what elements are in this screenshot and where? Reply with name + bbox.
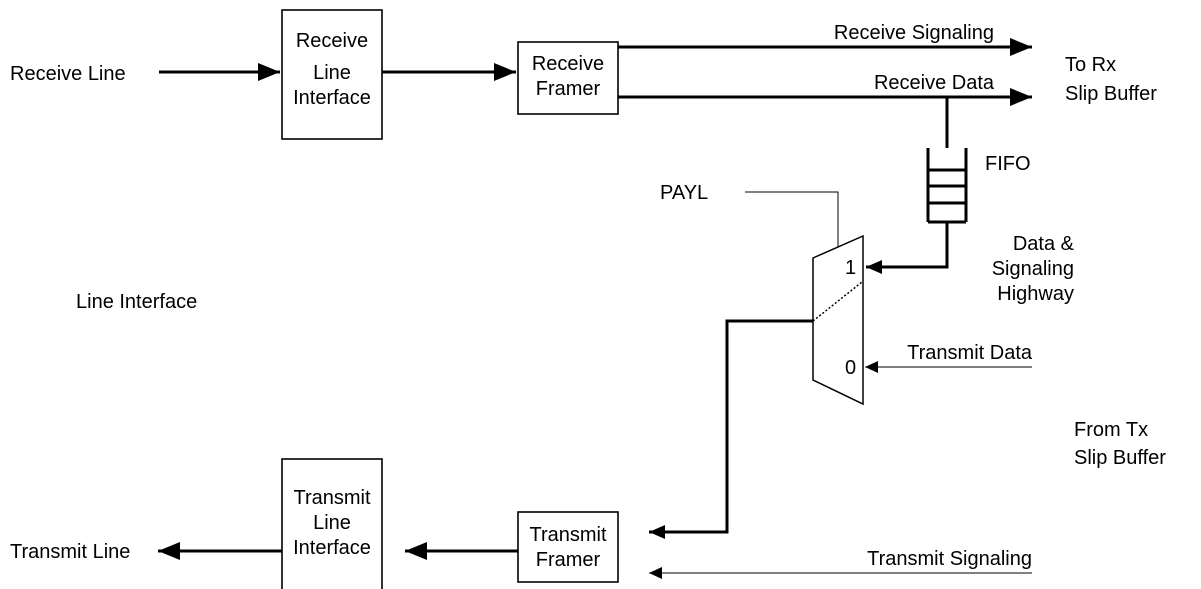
transmit-signaling-label: Transmit Signaling	[867, 548, 1032, 570]
transmit-data-label: Transmit Data	[907, 342, 1033, 364]
to-rx-label-2: Slip Buffer	[1065, 83, 1157, 105]
mux-input-0-label: 0	[845, 357, 856, 379]
receive-signaling-label: Receive Signaling	[834, 22, 994, 44]
tf-label-1: Transmit	[529, 524, 606, 546]
receive-data-label: Receive Data	[874, 72, 995, 94]
transmit-line-interface-box	[281, 458, 383, 589]
payl-label: PAYL	[660, 182, 708, 204]
from-tx-label-2: Slip Buffer	[1074, 447, 1166, 469]
fifo-label: FIFO	[985, 153, 1031, 175]
rli-label-3: Interface	[293, 87, 371, 109]
transmit-framer-box	[517, 511, 619, 583]
rli-label-2: Line	[313, 62, 351, 84]
rli-label-1: Receive	[296, 30, 368, 52]
from-tx-label-1: From Tx	[1074, 419, 1148, 441]
tli-label-2: Line	[313, 512, 351, 534]
receive-line-label: Receive Line	[10, 63, 126, 85]
mux-dotted-path	[812, 281, 863, 322]
tli-label-1: Transmit	[293, 487, 370, 509]
mux-shape	[812, 234, 864, 406]
to-rx-label-1: To Rx	[1065, 54, 1116, 76]
tf-label-2: Framer	[536, 549, 601, 571]
highway-label-1: Data &	[1013, 233, 1075, 255]
rf-label-1: Receive	[532, 53, 604, 75]
tli-label-3: Interface	[293, 537, 371, 559]
highway-label-2: Signaling	[992, 258, 1074, 280]
rf-label-2: Framer	[536, 78, 601, 100]
fifo-stack	[926, 148, 968, 224]
receive-line-interface-box	[281, 9, 383, 140]
fifo-to-mux-arrow	[866, 222, 949, 274]
transmit-line-label: Transmit Line	[10, 541, 130, 563]
mux-input-1-label: 1	[845, 257, 856, 279]
receive-framer-box	[517, 41, 619, 115]
line-interface-label: Line Interface	[76, 291, 197, 313]
payl-select-line	[745, 191, 839, 247]
mux-to-framer-arrow	[649, 319, 813, 539]
highway-label-3: Highway	[997, 283, 1074, 305]
